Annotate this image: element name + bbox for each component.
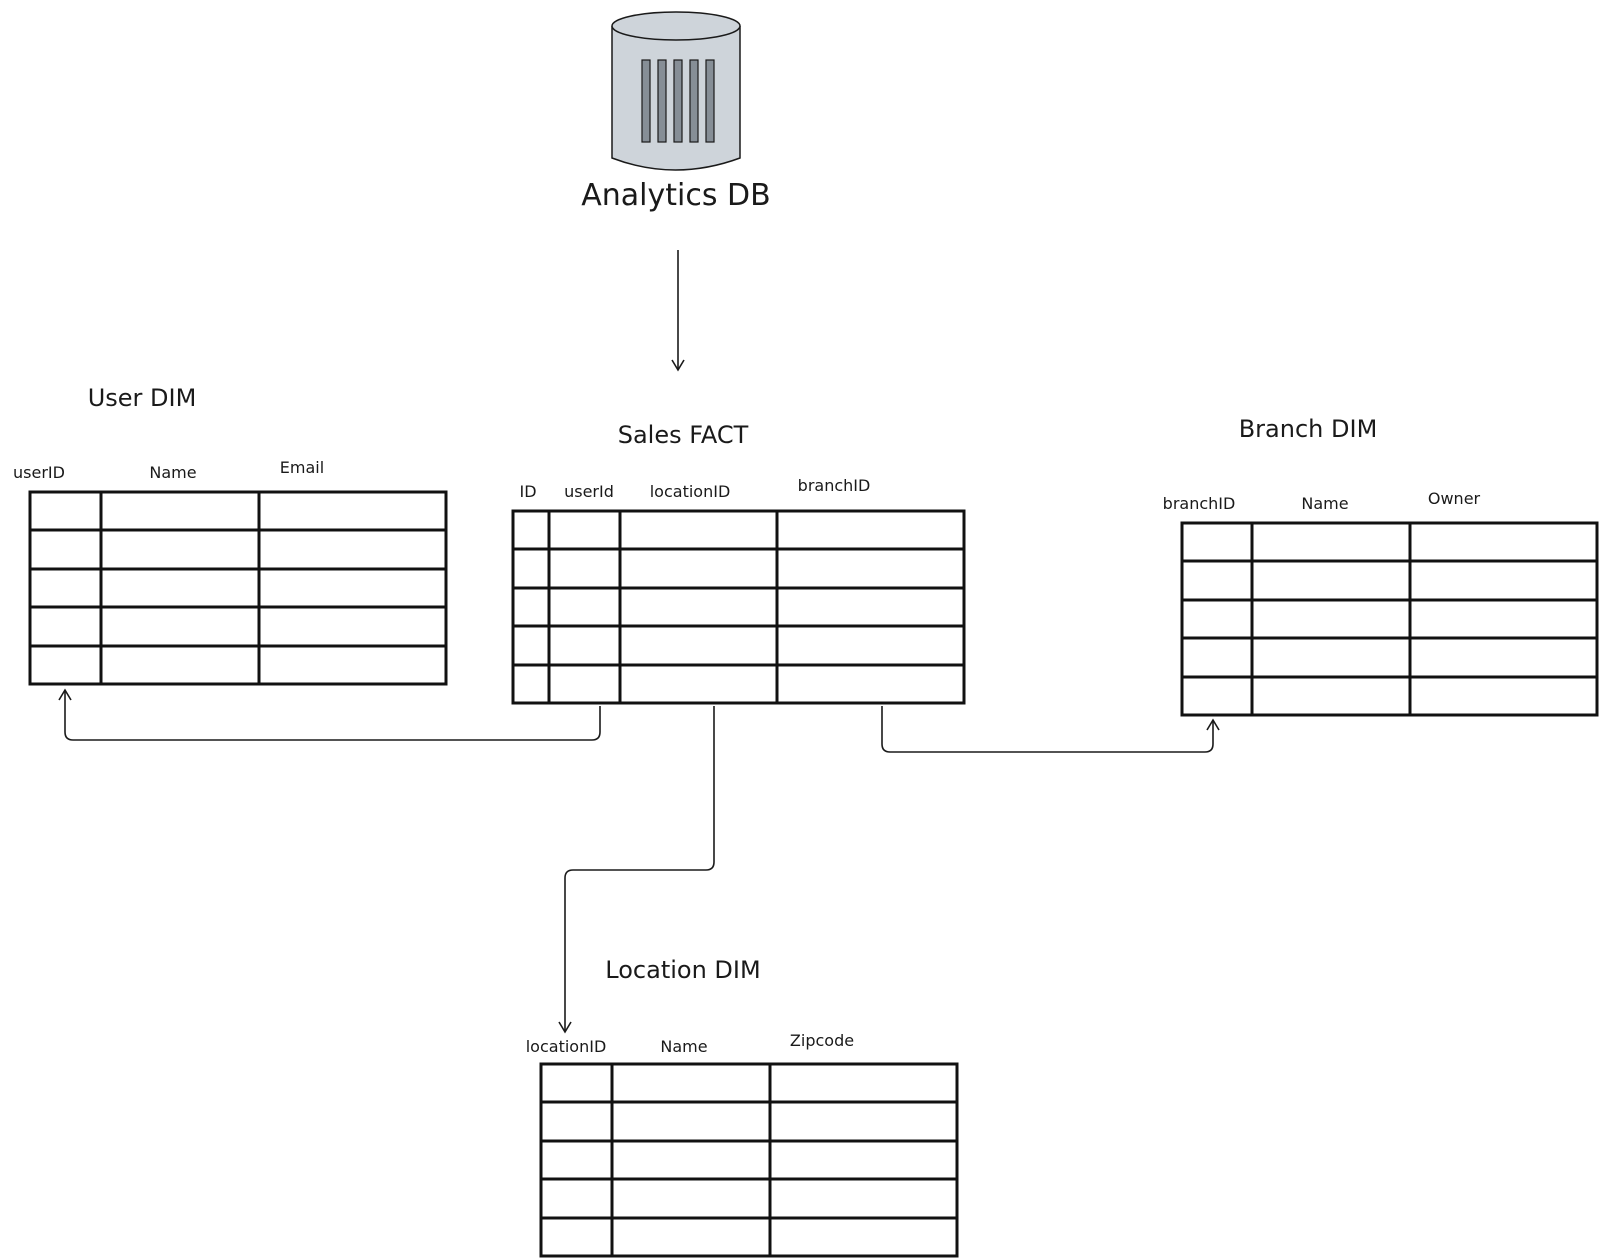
branch-dim-table-grid[interactable]	[1180, 521, 1599, 717]
database-cylinder-icon[interactable]	[611, 11, 741, 171]
user-dim-col-userid: userID	[13, 463, 65, 482]
branchid-to-branch-dim-arrow[interactable]	[881, 706, 1220, 753]
userid-to-user-dim-arrow[interactable]	[58, 688, 601, 741]
sales-fact-col-locationid: locationID	[650, 482, 731, 501]
database-label: Analytics DB	[581, 178, 770, 213]
locationid-to-location-dim-arrow[interactable]	[558, 706, 715, 1034]
sales-fact-table-grid[interactable]	[511, 509, 966, 705]
sales-fact-col-id: ID	[519, 482, 536, 501]
location-dim-col-locationid: locationID	[526, 1037, 607, 1056]
user-dim-table-grid[interactable]	[28, 490, 448, 686]
branch-dim-col-name: Name	[1301, 494, 1348, 513]
sales-fact-title: Sales FACT	[618, 421, 749, 449]
sales-fact-col-userid: userId	[564, 482, 614, 501]
user-dim-col-name: Name	[149, 463, 196, 482]
user-dim-title: User DIM	[88, 384, 197, 412]
branch-dim-col-owner: Owner	[1428, 489, 1481, 508]
location-dim-col-name: Name	[660, 1037, 707, 1056]
user-dim-col-email: Email	[280, 458, 324, 477]
location-dim-col-zipcode: Zipcode	[790, 1031, 854, 1050]
branch-dim-col-branchid: branchID	[1163, 494, 1236, 513]
branch-dim-title: Branch DIM	[1239, 415, 1378, 443]
sales-fact-col-branchid: branchID	[798, 476, 871, 495]
location-dim-table-grid[interactable]	[539, 1062, 959, 1258]
location-dim-title: Location DIM	[605, 956, 760, 984]
